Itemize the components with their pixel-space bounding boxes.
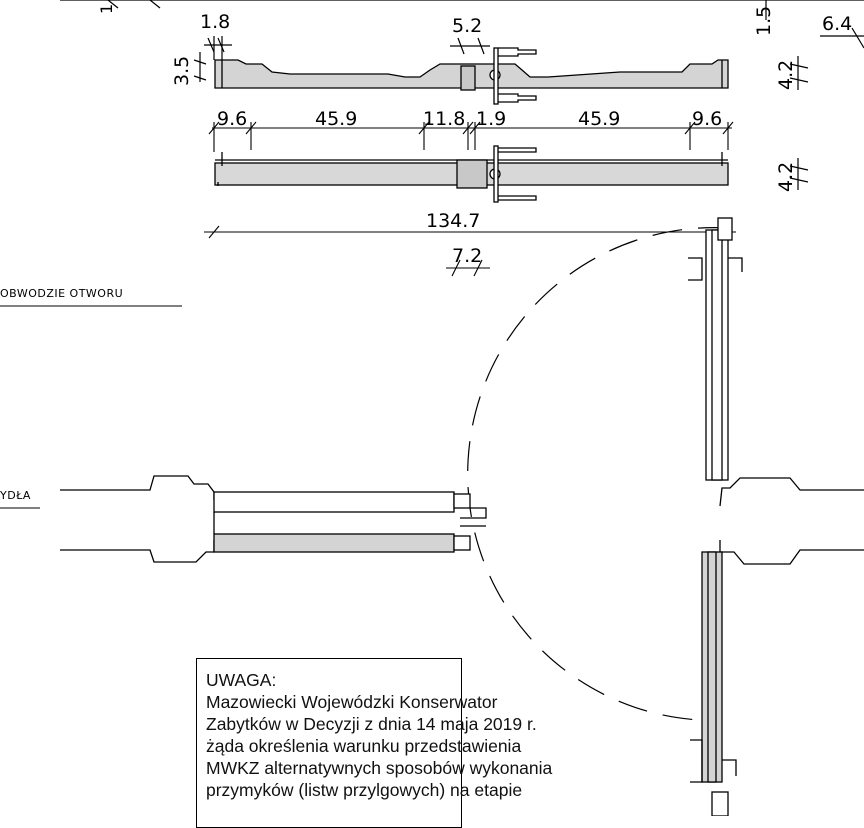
dim-text: 9.6	[217, 108, 247, 130]
tick-mark	[457, 37, 465, 55]
note-box: UWAGA: Mazowiecki Wojewódzki Konserwator…	[196, 658, 553, 828]
tick-mark	[789, 177, 809, 183]
tick-mark	[217, 37, 225, 53]
dim-text: 45.9	[315, 108, 357, 130]
dim-text: 7.2	[452, 245, 482, 267]
opening-perimeter-label: OBWODZIE OTWORU	[0, 287, 123, 300]
dim-text: 134.7	[426, 210, 480, 232]
dim-text: 9.6	[692, 108, 722, 130]
note-heading: UWAGA:	[206, 670, 277, 690]
dim-text: 4.2	[775, 162, 797, 192]
dim-text: 1.5	[753, 6, 775, 36]
tick-mark	[193, 75, 207, 81]
tick-mark	[149, 0, 161, 9]
partial-label: YDŁA	[0, 489, 31, 502]
dim-text: 5.2	[452, 15, 482, 37]
dim-text: 1.9	[476, 108, 506, 130]
dim-text: 1.8	[200, 11, 230, 33]
door-section-lower	[214, 145, 729, 203]
dim-text: 45.9	[578, 108, 620, 130]
dim-text: 4.2	[775, 60, 797, 90]
dim-text: 3.5	[171, 56, 193, 86]
tick-mark	[789, 63, 809, 69]
overall-dimension	[204, 225, 736, 277]
tick-mark	[107, 0, 119, 9]
note-line: Zabytków w Decyzji z dnia 14 maja 2019 r…	[206, 714, 537, 734]
tick-mark	[851, 27, 864, 49]
note-line: żąda określenia warunku przedstawienia	[206, 736, 522, 756]
dim-text: 1	[97, 4, 116, 14]
note-line: MWKZ alternatywnych sposobów wykonania	[206, 758, 553, 778]
door-section-upper	[214, 47, 729, 105]
right-wall-jamb	[688, 217, 864, 816]
tick-mark	[477, 37, 485, 55]
tick-mark	[207, 37, 215, 53]
tick-mark	[789, 77, 809, 83]
dimension-chain	[208, 121, 734, 152]
note-line: Mazowiecki Wojewódzki Konserwator	[206, 692, 498, 712]
left-wall-jamb	[60, 475, 487, 563]
door-swing-arc	[467, 227, 729, 721]
dim-text: 6.4	[822, 13, 852, 35]
dim-text: 11.8	[423, 108, 465, 130]
tick-mark	[789, 165, 809, 171]
note-line: przymyków (listw przylgowych) na etapie	[206, 780, 523, 800]
tick-mark	[193, 59, 207, 65]
leader-lines	[0, 305, 182, 509]
